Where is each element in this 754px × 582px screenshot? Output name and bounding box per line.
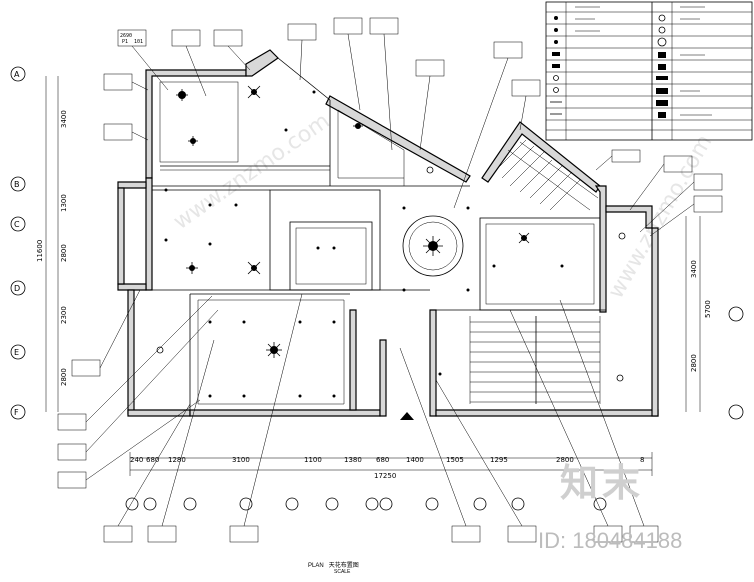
- dim-label-6: 680: [376, 456, 389, 464]
- tag-text-type: P1: [122, 39, 128, 45]
- stair-upper-right: [495, 139, 599, 211]
- downlight-icons: [156, 90, 626, 398]
- tag-text-code: 2690: [120, 33, 132, 39]
- grid-left-2: C: [14, 220, 20, 229]
- dim-label-8: 1505: [446, 456, 464, 464]
- dim-total-right: 5700: [704, 300, 712, 318]
- tag-11: [103, 123, 149, 141]
- dim-right-1: 2800: [690, 354, 698, 372]
- section-marker-icon: [400, 412, 414, 420]
- dim-left-0: 3400: [60, 110, 68, 128]
- legend-table: [545, 1, 753, 141]
- tag-19: [57, 399, 201, 489]
- tag-26: [559, 299, 659, 543]
- dim-label-9: 1295: [490, 456, 508, 464]
- tag-5: [333, 17, 363, 111]
- dim-label-10: 2800: [556, 456, 574, 464]
- dim-label-4: 1100: [304, 456, 322, 464]
- chandelier-icons: [176, 85, 530, 358]
- tag-14: [639, 173, 723, 233]
- dim-label-0: 240: [130, 456, 143, 464]
- grid-left-5: F: [14, 408, 19, 417]
- tag-1: [117, 29, 169, 91]
- tag-16: [71, 289, 141, 377]
- grid-left-4: E: [14, 348, 19, 357]
- tag-13: [629, 155, 693, 211]
- drawing-title: PLAN 天花布置图: [308, 563, 359, 569]
- dim-total-left: 11600: [36, 240, 44, 262]
- tag-21: [147, 339, 215, 543]
- tag-15: [649, 195, 723, 237]
- tag-8: [453, 41, 523, 209]
- floor-plan-walls: [117, 49, 659, 417]
- tag-text-num: 101: [134, 39, 143, 45]
- dim-left-3: 2300: [60, 306, 68, 324]
- grid-bubbles-bottom: [125, 497, 607, 511]
- id-label: ID: 180484188: [538, 528, 683, 553]
- tag-2: [171, 29, 207, 97]
- tag-18: [57, 309, 219, 461]
- drawing-scale: SCALE: [334, 569, 351, 575]
- dimension-right: 3400 2800 5700: [685, 216, 712, 412]
- grid-left-3: D: [14, 284, 20, 293]
- dimension-left: 3400 1300 2800 2300 2800 11600: [36, 76, 68, 412]
- tag-17: [57, 295, 213, 431]
- ceiling-height-tags: 2690 P1 101: [57, 17, 723, 543]
- grid-left-1: B: [14, 180, 20, 189]
- dim-label-3: 3100: [232, 456, 250, 464]
- grid-left-0: A: [14, 70, 20, 79]
- watermark-text: www.znzmo.com: [169, 109, 334, 235]
- grid-bubbles-left: A B C D E F: [10, 66, 744, 420]
- tag-4: [287, 23, 317, 81]
- tag-23: [399, 347, 481, 543]
- dim-label-7: 1400: [406, 456, 424, 464]
- tag-20: [103, 403, 191, 543]
- tag-3: [213, 29, 251, 71]
- dim-label-1: 680: [146, 456, 159, 464]
- tag-12: [595, 149, 641, 171]
- tag-24: [435, 379, 537, 543]
- tag-25: [509, 309, 623, 543]
- dim-label-5: 1380: [344, 456, 362, 464]
- dimension-bottom: 240 680 1280 3100 1100 1380 680 1400 150…: [129, 452, 653, 480]
- dim-left-2: 2800: [60, 244, 68, 262]
- dim-left-1: 1300: [60, 194, 68, 212]
- dim-total-bottom: 17250: [374, 472, 396, 480]
- watermark-text-2: www.znzmo.com: [604, 131, 718, 303]
- tag-7: [415, 59, 445, 151]
- dim-right-0: 3400: [690, 260, 698, 278]
- stair-lower-right: [469, 316, 601, 404]
- tag-6: [369, 17, 399, 151]
- tag-9: [511, 79, 541, 131]
- dim-label-2: 1280: [168, 456, 186, 464]
- tag-10: [103, 73, 149, 91]
- dim-label-11: 8: [640, 456, 644, 464]
- dim-left-4: 2800: [60, 368, 68, 386]
- brand-watermark: 知末: [560, 461, 645, 505]
- tag-22: [229, 293, 303, 543]
